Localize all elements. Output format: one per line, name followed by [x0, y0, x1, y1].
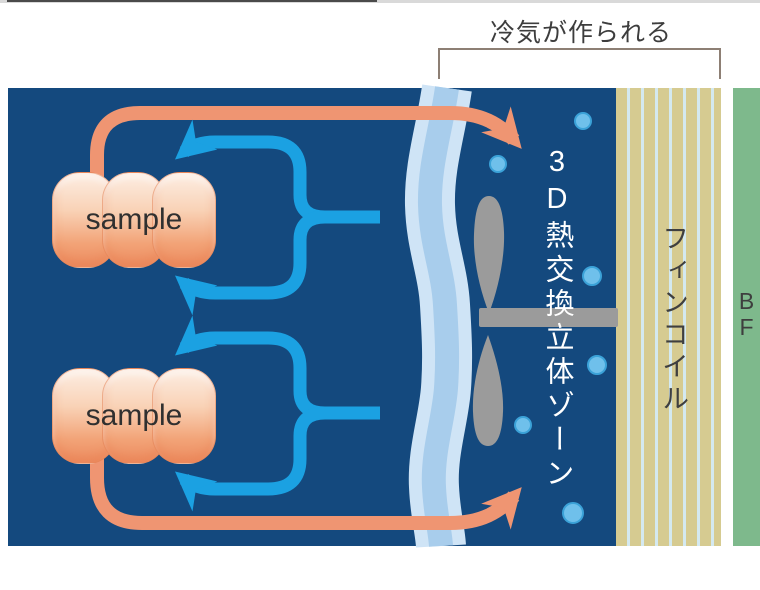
air-bubble-icon [489, 155, 507, 173]
air-bubble-icon [562, 502, 584, 524]
sample-blob-bottom: sample [52, 368, 216, 464]
zone-label: 3D熱交換立体ゾーン [536, 146, 578, 492]
top-divider [0, 0, 760, 3]
sample-blob-top: sample [52, 172, 216, 268]
bf-panel [733, 88, 760, 546]
top-divider-accent [7, 0, 377, 2]
sample-label: sample [85, 399, 183, 432]
air-bubble-icon [582, 266, 602, 286]
sample-blob-lobe [152, 368, 216, 464]
fin-coil-panel [616, 88, 721, 546]
fin-coil-label: フィンコイル [658, 224, 688, 416]
air-bubble-icon [587, 355, 607, 375]
sample-blob-lobe [152, 172, 216, 268]
air-bubble-icon [574, 112, 592, 130]
air-bubble-icon [514, 416, 532, 434]
zone-label-suffix: 熱交換立体ゾーン [541, 220, 573, 492]
bf-label-line-b: B [738, 288, 755, 314]
bf-label: B F [733, 288, 760, 340]
annotation-bracket [438, 48, 721, 79]
zone-label-prefix: 3D [541, 146, 573, 220]
page-title: 冷気が作られる [489, 19, 672, 47]
sample-label: sample [85, 203, 183, 236]
bf-label-line-f: F [739, 314, 754, 340]
cabinet-interior [8, 88, 616, 546]
